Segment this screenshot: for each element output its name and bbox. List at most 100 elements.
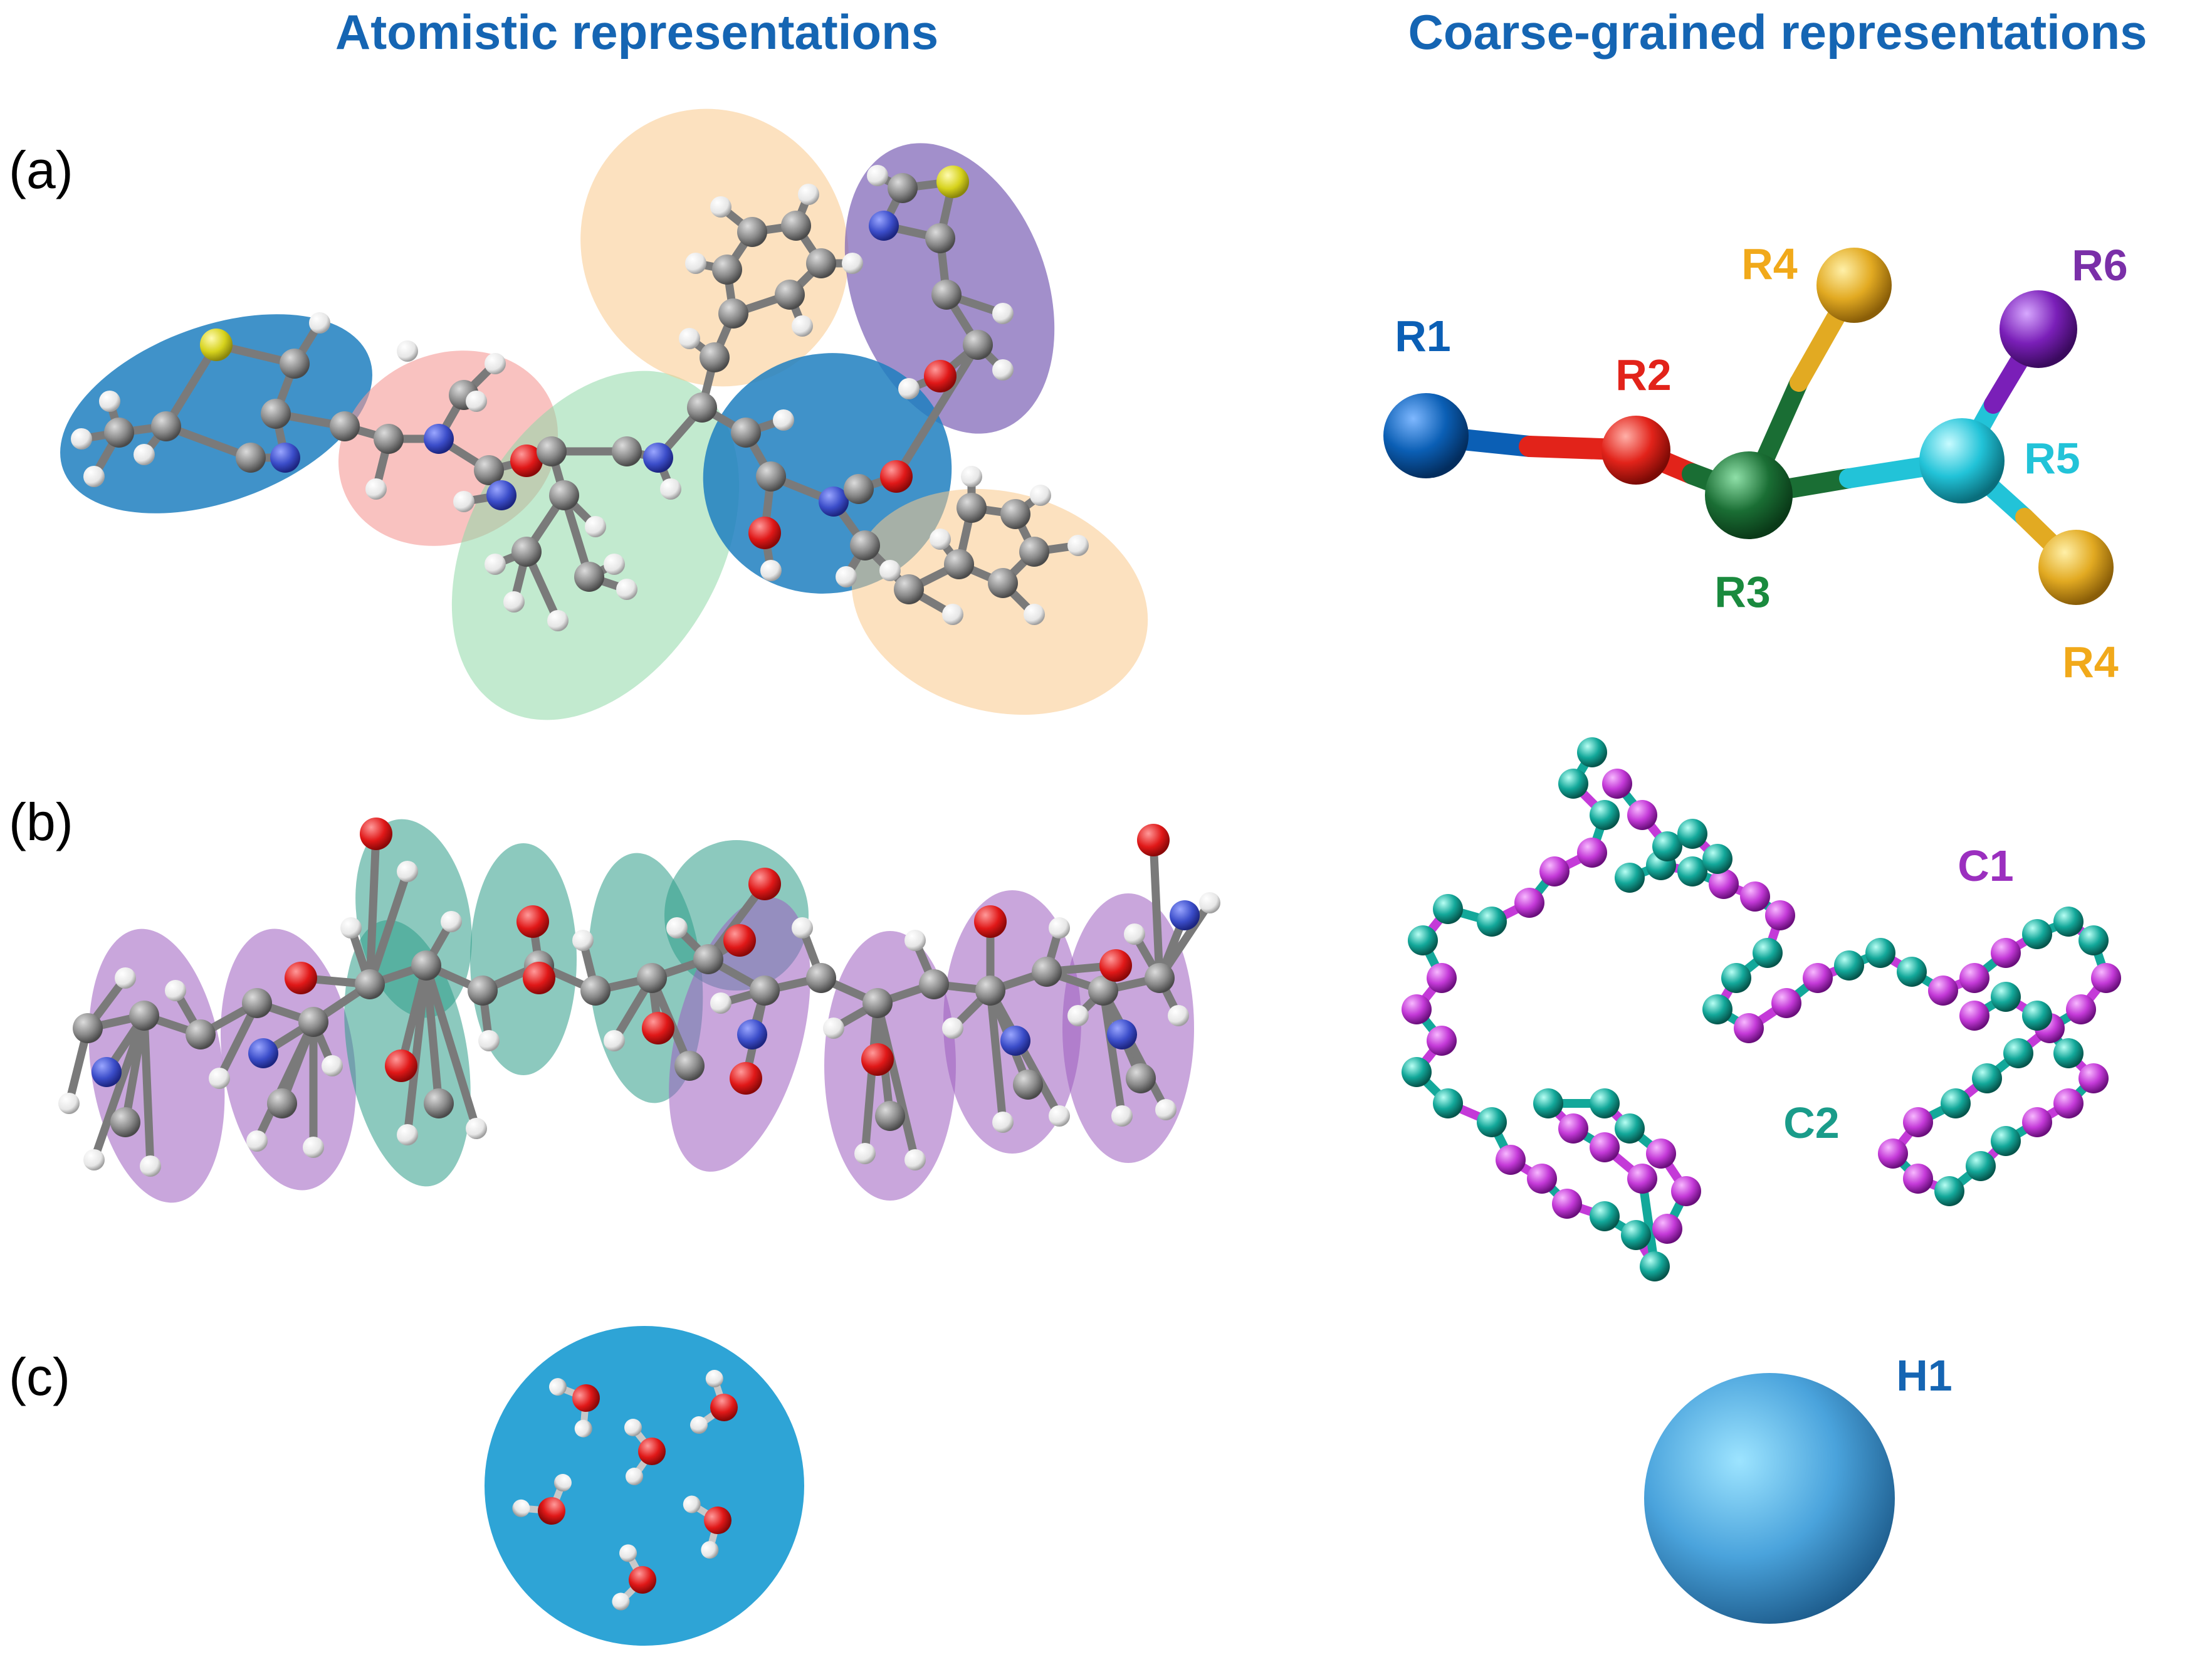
cg-polymer-bead-c2 <box>2053 907 2084 937</box>
cg-polymer-bead-c1 <box>1527 1164 1557 1194</box>
cg-polymer-bead-c2 <box>1477 907 1507 937</box>
hydrogen-atom <box>574 1419 592 1438</box>
region-r4-top <box>580 108 849 387</box>
cg-polymer-bead-c1 <box>1734 1013 1764 1043</box>
carbon-atom <box>151 411 181 441</box>
cg-label-c1: C1 <box>1958 841 2013 890</box>
carbon-atom <box>781 211 811 241</box>
oxygen-atom <box>924 360 957 392</box>
hydrogen-atom <box>365 478 387 500</box>
carbon-atom <box>236 443 266 473</box>
cg-polymer-bead-c1 <box>1709 869 1739 899</box>
carbon-atom <box>1088 976 1118 1006</box>
hydrogen-atom <box>99 391 120 412</box>
water-molecule <box>512 1474 572 1525</box>
cg-polymer-bead-c2 <box>2003 1038 2033 1068</box>
nitrogen-atom <box>1170 900 1200 930</box>
cg-polymer-bead-c2 <box>1991 982 2021 1012</box>
hydrogen-atom <box>553 1474 572 1492</box>
cg-bead-r4-bottom <box>2038 530 2114 605</box>
oxygen-atom <box>748 517 781 549</box>
cg-polymer-bead-c2 <box>1590 1201 1620 1231</box>
cg-polymer-bead-c2 <box>1677 819 1707 849</box>
hydrogen-atom <box>792 315 813 337</box>
bond <box>90 1011 149 1164</box>
hydrogen-atom <box>503 591 525 613</box>
cg-polymer-bead-c1 <box>1765 900 1795 930</box>
nitrogen-atom <box>819 487 849 517</box>
carbon-atom <box>468 976 498 1006</box>
cg-label-r3: R3 <box>1714 567 1770 616</box>
hydrogen-atom <box>685 253 706 274</box>
panel-label-b: (b) <box>9 792 73 851</box>
cg-polymer-bead-c1 <box>1991 938 2021 968</box>
cg-polymer-bead-c1 <box>1558 1113 1588 1144</box>
cg-polymer-bead-c1 <box>2091 963 2121 993</box>
nitrogen-atom <box>486 480 516 510</box>
carbon-atom <box>919 969 949 999</box>
hydrogen-atom <box>904 930 926 951</box>
carbon-atom <box>298 1007 328 1037</box>
cg-polymer-bead-c1 <box>1652 1214 1682 1244</box>
carbon-atom <box>411 950 441 981</box>
hydrogen-atom <box>58 1093 80 1114</box>
cg-polymer-bead-c1 <box>1771 988 1801 1018</box>
atomistic-b-atoms <box>58 818 1220 1177</box>
water-molecules <box>512 1370 738 1611</box>
cg-label-r1: R1 <box>1395 312 1450 360</box>
carbon-atom <box>1013 1070 1043 1100</box>
oxygen-atom <box>516 905 549 938</box>
hydrogen-atom <box>585 516 606 537</box>
hydrogen-atom <box>773 409 794 431</box>
hydrogen-atom <box>792 917 813 939</box>
cg-polymer-bead-c1 <box>1671 1176 1701 1206</box>
nitrogen-atom <box>1107 1019 1137 1049</box>
cg-polymer-bead-c2 <box>2053 1038 2084 1068</box>
carbon-atom <box>549 480 579 510</box>
cg-polymer-bead-c1 <box>1602 769 1632 799</box>
atomistic-water-c <box>485 1326 804 1646</box>
bond <box>1099 986 1126 1120</box>
nitrogen-atom <box>737 1019 767 1049</box>
cg-polymer-bead-c1 <box>1803 963 1833 993</box>
oxygen-atom <box>704 1507 731 1534</box>
bond <box>1155 898 1214 982</box>
cg-polymer-bead-c2 <box>1991 1126 2021 1156</box>
carbon-atom <box>104 418 134 448</box>
cg-polymer-bead-c1 <box>1627 800 1657 830</box>
hydrogen-atom <box>134 444 155 465</box>
cg-polymer-bead-c1 <box>2053 1088 2084 1118</box>
cg-model-a: R1 R2 R3 R4 R5 R6 R4 <box>1383 239 2128 686</box>
hydrogen-atom <box>898 378 920 399</box>
hydrogen-atom <box>930 529 951 550</box>
carbon-atom <box>963 330 993 360</box>
cg-label-r4-bottom: R4 <box>2062 638 2119 686</box>
hydrogen-atom <box>485 353 506 374</box>
cg-label-c2: C2 <box>1783 1098 1839 1147</box>
cg-label-r5: R5 <box>2024 434 2080 483</box>
hydrogen-atom <box>1049 1105 1070 1127</box>
hydrogen-atom <box>854 1143 876 1164</box>
hydrogen-atom <box>340 917 362 939</box>
hydrogen-atom <box>1111 1105 1133 1127</box>
hydrogen-atom <box>115 967 136 989</box>
hydrogen-atom <box>942 604 963 625</box>
hydrogen-atom <box>1024 604 1045 625</box>
hydrogen-atom <box>760 560 782 581</box>
carbon-atom <box>261 399 291 429</box>
cg-polymer-bead-c2 <box>1865 938 1895 968</box>
hydrogen-atom <box>604 1030 625 1051</box>
hydrogen-atom <box>1049 917 1070 939</box>
hydrogen-atom <box>83 1149 105 1170</box>
hydrogen-atom <box>679 328 700 349</box>
carbon-atom <box>1000 499 1030 529</box>
cg-polymer-bead-c1 <box>2078 1063 2109 1093</box>
cg-polymer-bead-c2 <box>1533 1088 1563 1118</box>
cg-polymer-bead-c2 <box>1640 1251 1670 1281</box>
carbon-atom <box>718 298 748 329</box>
oxygen-atom <box>285 962 317 994</box>
hydrogen-atom <box>478 1030 500 1051</box>
bond <box>861 999 882 1158</box>
